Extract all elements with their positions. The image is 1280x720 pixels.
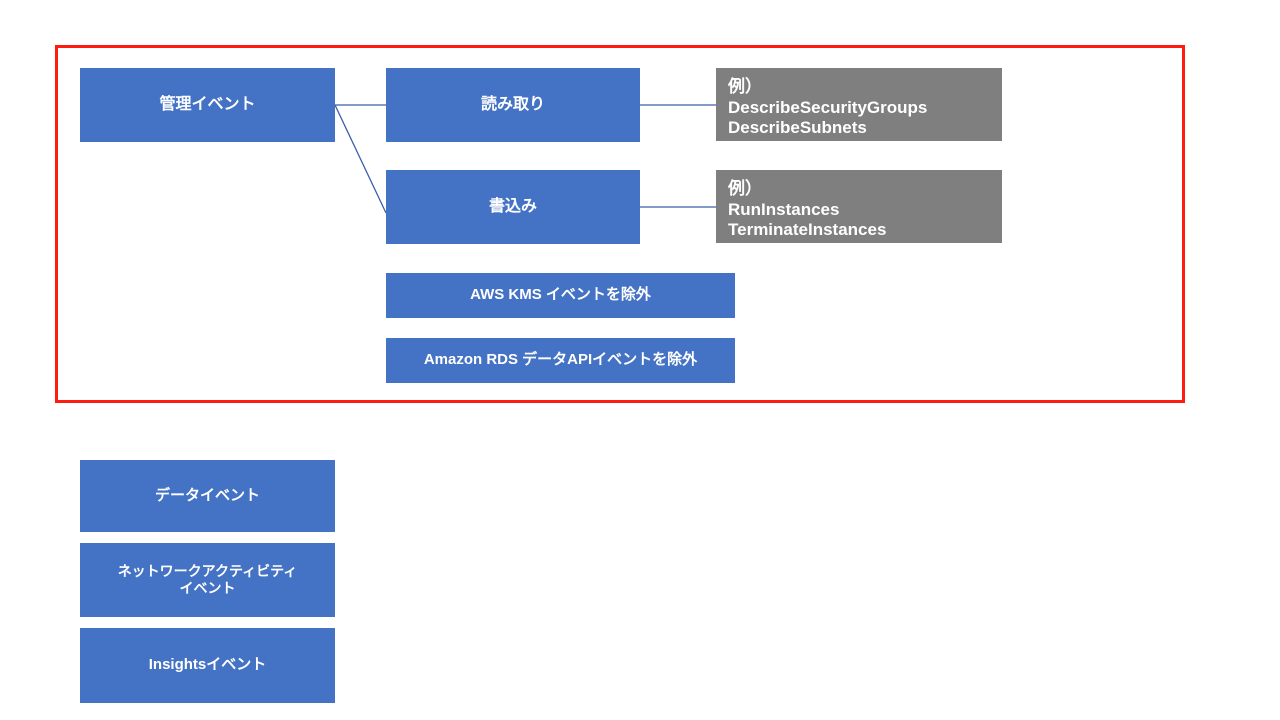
node-write[interactable]: 書込み [386, 170, 640, 244]
node-management-event[interactable]: 管理イベント [80, 68, 335, 142]
management-event-highlight-box [55, 45, 1185, 403]
node-network-activity-event[interactable]: ネットワークアクティビティ イベント [80, 543, 335, 617]
node-exclude-kms-events[interactable]: AWS KMS イベントを除外 [386, 273, 735, 318]
node-exclude-rds-data-api-events[interactable]: Amazon RDS データAPIイベントを除外 [386, 338, 735, 383]
node-insights-event[interactable]: Insightsイベント [80, 628, 335, 703]
node-data-event[interactable]: データイベント [80, 460, 335, 532]
node-read-examples: 例） DescribeSecurityGroups DescribeSubnet… [716, 68, 1002, 141]
node-read[interactable]: 読み取り [386, 68, 640, 142]
node-write-examples: 例） RunInstances TerminateInstances [716, 170, 1002, 243]
